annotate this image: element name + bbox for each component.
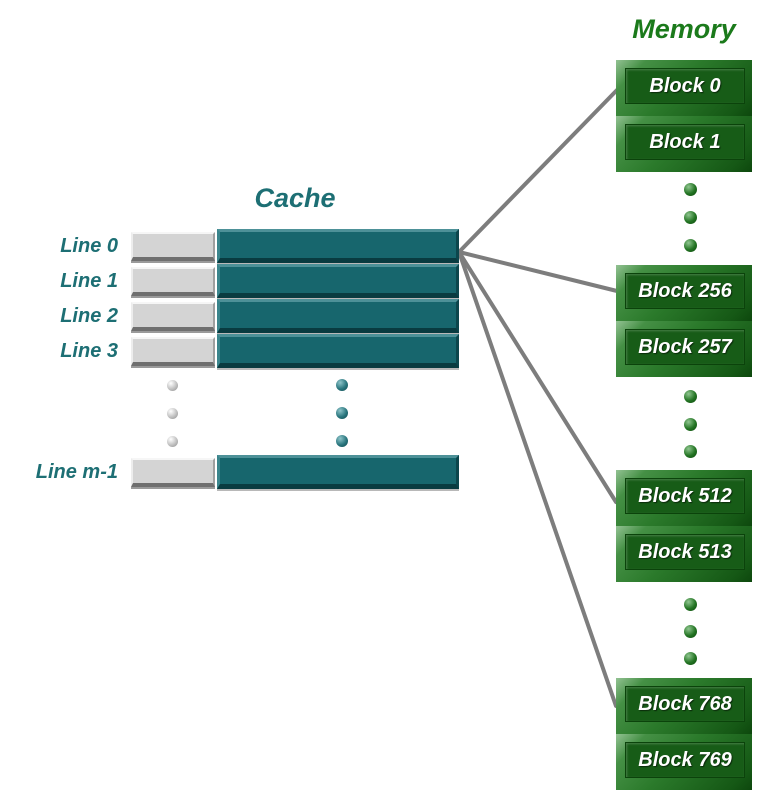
memory-block-label: Block 768 — [625, 686, 745, 722]
memory-block: Block 513 — [616, 526, 752, 582]
memory-block: Block 256 — [616, 265, 752, 321]
cache-line-row: Line 3 — [0, 334, 470, 368]
cache-line-row: Line 0 — [0, 229, 470, 263]
memory-block-label: Block 1 — [625, 124, 745, 160]
memory-block: Block 768 — [616, 678, 752, 734]
cache-line-label: Line 2 — [60, 305, 118, 327]
cache-data-box — [217, 455, 459, 489]
memory-block-group: Block 512 Block 513 — [616, 470, 752, 582]
memory-block-label: Block 256 — [625, 273, 745, 309]
memory-block: Block 769 — [616, 734, 752, 790]
memory-block: Block 0 — [616, 60, 752, 116]
ellipsis-dot-teal — [336, 407, 348, 419]
memory-block: Block 512 — [616, 470, 752, 526]
memory-block-group: Block 256 Block 257 — [616, 265, 752, 377]
ellipsis-dot-teal — [336, 435, 348, 447]
cache-tag-box — [131, 232, 215, 261]
memory-block: Block 1 — [616, 116, 752, 172]
ellipsis-dot-green — [684, 211, 697, 224]
cache-line-row: Line 2 — [0, 299, 470, 333]
ellipsis-dot-green — [684, 183, 697, 196]
memory-block-label: Block 513 — [625, 534, 745, 570]
memory-block-label: Block 0 — [625, 68, 745, 104]
ellipsis-dot-green — [684, 652, 697, 665]
cache-tag-box — [131, 458, 215, 487]
mapping-line-block0 — [457, 87, 620, 254]
ellipsis-dot-green — [684, 390, 697, 403]
cache-title: Cache — [254, 183, 336, 213]
cache-line-label: Line m-1 — [35, 461, 118, 483]
ellipsis-dot-green — [684, 418, 697, 431]
cache-data-box — [217, 334, 459, 368]
mapping-line-block768 — [457, 250, 618, 708]
ellipsis-dot-gray — [167, 408, 178, 419]
cache-line-label: Line 1 — [60, 270, 118, 292]
ellipsis-dot-gray — [167, 380, 178, 391]
cache-line-label: Line 3 — [60, 340, 118, 362]
ellipsis-dot-teal — [336, 379, 348, 391]
cache-line-row: Line m-1 — [0, 455, 470, 489]
mapping-line-block256 — [457, 250, 619, 293]
memory-block-group: Block 0 Block 1 — [616, 60, 752, 172]
mapping-line-block512 — [457, 250, 618, 504]
cache-tag-box — [131, 337, 215, 366]
cache-tag-box — [131, 267, 215, 296]
memory-block: Block 257 — [616, 321, 752, 377]
ellipsis-dot-green — [684, 598, 697, 611]
ellipsis-dot-green — [684, 445, 697, 458]
cache-data-box — [217, 299, 459, 333]
memory-title: Memory — [632, 14, 736, 44]
ellipsis-dot-green — [684, 625, 697, 638]
cache-tag-box — [131, 302, 215, 331]
ellipsis-dot-green — [684, 239, 697, 252]
memory-block-group: Block 768 Block 769 — [616, 678, 752, 790]
ellipsis-dot-gray — [167, 436, 178, 447]
cache-data-box — [217, 229, 459, 263]
memory-block-label: Block 257 — [625, 329, 745, 365]
cache-line-row: Line 1 — [0, 264, 470, 298]
memory-block-label: Block 512 — [625, 478, 745, 514]
cache-data-box — [217, 264, 459, 298]
cache-line-label: Line 0 — [60, 235, 118, 257]
memory-block-label: Block 769 — [625, 742, 745, 778]
